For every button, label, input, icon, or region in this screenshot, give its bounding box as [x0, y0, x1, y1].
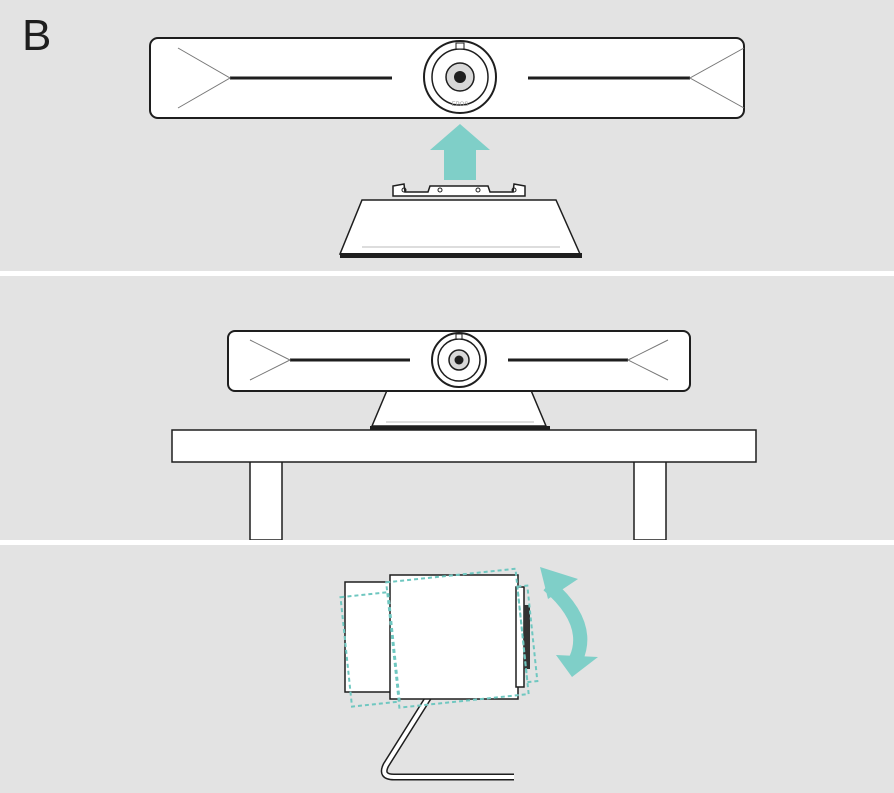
panel-tilt-camera: [0, 545, 894, 793]
camera-stand-rod: [380, 693, 514, 781]
table: [171, 429, 757, 540]
arrow-up-icon: [430, 124, 490, 180]
panel-attach-to-stand: B EPOS: [0, 0, 894, 271]
table-stand: [338, 183, 582, 258]
camera-tilt-outline: [339, 567, 539, 709]
brand-text: EPOS: [452, 102, 469, 108]
panel-place-on-table: [0, 276, 894, 540]
step-label: B: [22, 11, 52, 60]
attach-to-stand-drawing: EPOS: [149, 37, 745, 258]
camera-lens: EPOS: [423, 40, 497, 114]
camera-body: [344, 574, 530, 700]
tilt-camera-drawing: [339, 567, 598, 781]
table-stand: [370, 387, 550, 430]
camera-lens: [431, 332, 487, 388]
rotate-arrow-icon: [540, 567, 598, 677]
place-on-table-drawing: [171, 330, 757, 540]
